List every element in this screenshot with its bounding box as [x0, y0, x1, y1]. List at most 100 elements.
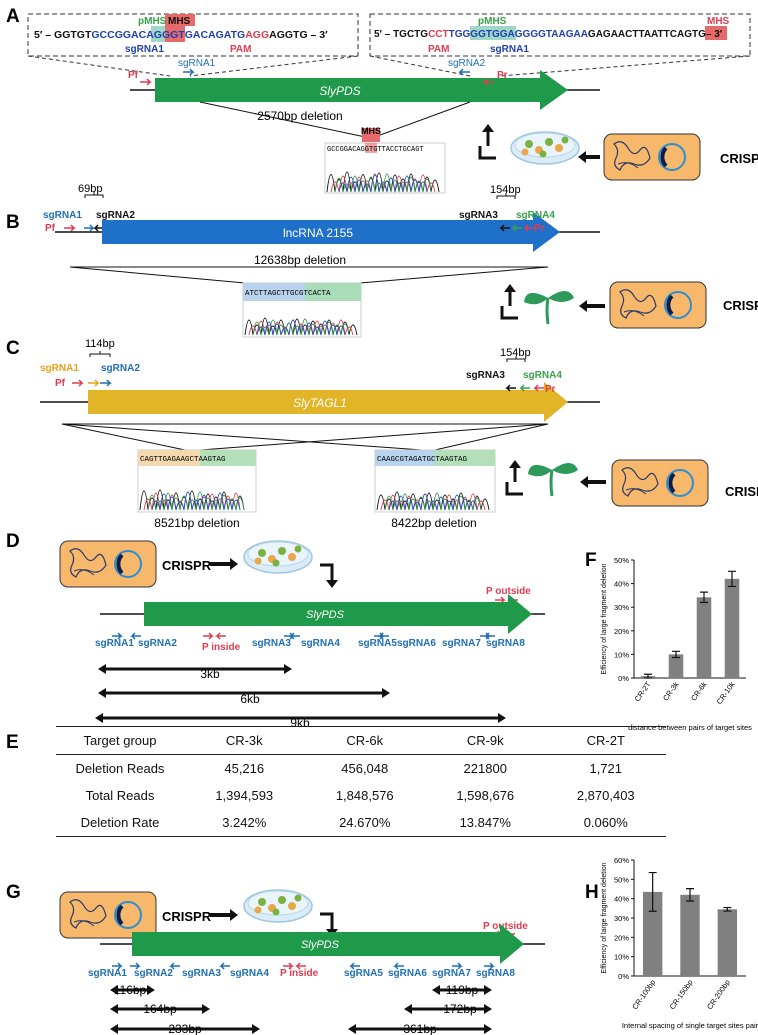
- gene-name-b: lncRNA 2155: [283, 226, 353, 240]
- span-arrow-164bp: [110, 1004, 210, 1014]
- sequence-box-right: [369, 13, 751, 57]
- p-outside-label-g: P outside: [483, 921, 528, 932]
- seedling-icon: [526, 461, 580, 498]
- y-tick-label: 50%: [614, 556, 629, 565]
- sgrna-arrow: [393, 962, 404, 970]
- primer-pr-c: Pr: [545, 384, 556, 395]
- y-axis-title: Efficiency of large fragment deletion: [601, 862, 608, 973]
- sgrna5-label-g: sgRNA5: [344, 968, 383, 979]
- y-tick-label: 40%: [614, 895, 629, 904]
- table-cell: 456,048: [341, 761, 389, 776]
- panel-label-D: D: [6, 531, 20, 552]
- sgrna1-label-b: sgRNA1: [43, 210, 82, 221]
- primer-pr-a: Pr: [497, 70, 508, 81]
- table-cell: 221800: [463, 761, 507, 776]
- span-arrow-116bp: [110, 985, 155, 995]
- table-cell: 0.060%: [545, 809, 666, 837]
- gene-slypds-g: [132, 924, 524, 964]
- y-tick-label: 30%: [614, 603, 629, 612]
- sgrna8-label-d: sgRNA8: [486, 638, 525, 649]
- table-cell: 1,598,676: [456, 788, 515, 803]
- y-tick-label: 20%: [614, 933, 629, 942]
- gene-slytagl1-c: [88, 382, 568, 422]
- gap-69bp: 69bp: [78, 183, 102, 195]
- table-cell: 1,394,593: [215, 788, 274, 803]
- chromatogram-c2: CAAGCGTAGATGCTAAGTAG: [374, 449, 496, 513]
- svg-text:CAGTTGAGAAGCTAAGTAG: CAGTTGAGAAGCTAAGTAG: [140, 456, 226, 464]
- sgrna-arrow: [378, 632, 389, 640]
- svg-text:ATCTTAGCTTGCGTCACTA: ATCTTAGCTTGCGTCACTA: [245, 290, 331, 298]
- error-bar: [700, 591, 708, 604]
- x-tick-label: CR-200bp: [705, 978, 732, 1011]
- gap-114bp: 114bp: [85, 338, 115, 350]
- x-tick-label: CR-100bp: [630, 978, 657, 1011]
- sgrna-arrow: [112, 962, 123, 970]
- sgrna7-label-d: sgRNA7: [442, 638, 481, 649]
- crispr-label-d: CRISPR: [162, 558, 212, 573]
- sgrna3-label-d: sgRNA3: [252, 638, 291, 649]
- span-arrow-119bp: [432, 985, 492, 995]
- table-cell: 3.242%: [184, 809, 305, 837]
- panel-label-C: C: [6, 338, 20, 359]
- sgrna-arrow: [452, 962, 463, 970]
- plasmid-cell-icon: [602, 132, 702, 182]
- sgrna1-label-g: sgRNA1: [88, 968, 127, 979]
- x-tick-label: CR-2T: [633, 680, 653, 704]
- sgrna5-label-d: sgRNA5: [358, 638, 397, 649]
- gene-slypds-d: [144, 594, 532, 634]
- bar: [724, 578, 740, 678]
- bar: [680, 894, 700, 976]
- sgrna1-seq-label-left: sgRNA1: [125, 44, 164, 55]
- deletion-label-b: 12638bp deletion: [254, 253, 346, 267]
- y-tick-label: 20%: [614, 627, 629, 636]
- x-tick-label: CR-3k: [661, 680, 681, 703]
- span-361bp: 361bp: [403, 1022, 437, 1035]
- sgrna3-label-b: sgRNA3: [459, 210, 498, 221]
- sgrna1-seq-label-right: sgRNA1: [490, 44, 529, 55]
- x-axis-title: distance between pairs of target sites: [628, 723, 752, 732]
- chromatogram-a: GCCGGACAGGTGTTACCTGCAGT: [324, 142, 446, 194]
- span-arrow-6kb: [98, 688, 390, 698]
- error-bar: [728, 570, 736, 588]
- primer-pf-b: Pf: [45, 223, 56, 234]
- sgrna-arrow: [112, 632, 123, 640]
- bar: [642, 891, 663, 976]
- error-bar: [686, 888, 694, 902]
- gene-name-g: SlyPDS: [301, 939, 340, 951]
- y-tick-label: 10%: [614, 953, 629, 962]
- p-outside-label-d: P outside: [486, 586, 531, 597]
- sgrna4-label-b: sgRNA4: [516, 210, 555, 221]
- table-row-label: Deletion Reads: [75, 761, 165, 776]
- seedling-icon: [522, 289, 576, 326]
- table-cell: 2,870,403: [576, 788, 635, 803]
- sgrna1-label-a: sgRNA1: [178, 58, 216, 69]
- y-tick-label: 10%: [614, 650, 629, 659]
- sgrna6-label-d: sgRNA6: [397, 638, 436, 649]
- sgrna7-label-g: sgRNA7: [432, 968, 471, 979]
- deletion-label-c2: 8422bp deletion: [391, 516, 476, 530]
- x-tick-label: CR-6k: [689, 680, 709, 703]
- table-header-row: Target group CR-3k CR-6k CR-9k CR-2T: [56, 726, 666, 755]
- table-cell: 24.670%: [304, 809, 425, 837]
- y-tick-label: 0%: [618, 972, 629, 981]
- pmhs-label-left: pMHS: [138, 16, 167, 27]
- y-tick-label: 40%: [614, 580, 629, 589]
- petri-dish-icon: [243, 540, 313, 574]
- bar: [696, 597, 712, 678]
- panel-label-H: H: [585, 882, 599, 903]
- table-header-cell: CR-3k: [184, 726, 305, 755]
- sgrna2-label-d: sgRNA2: [138, 638, 177, 649]
- plasmid-cell-icon: [608, 280, 708, 330]
- y-tick-label: 30%: [614, 914, 629, 923]
- sgrna-arrow: [349, 962, 360, 970]
- deletion-label-a: 2570bp deletion: [257, 109, 342, 123]
- span-arrow-9kb: [95, 713, 506, 723]
- table-header-cell: Target group: [56, 726, 184, 755]
- span-arrow-233bp: [110, 1024, 260, 1034]
- panel-label-A: A: [6, 6, 20, 27]
- y-tick-label: 60%: [614, 856, 629, 865]
- p-inside-label-g: P inside: [280, 968, 319, 979]
- mhs-label-right: MHS: [707, 16, 730, 27]
